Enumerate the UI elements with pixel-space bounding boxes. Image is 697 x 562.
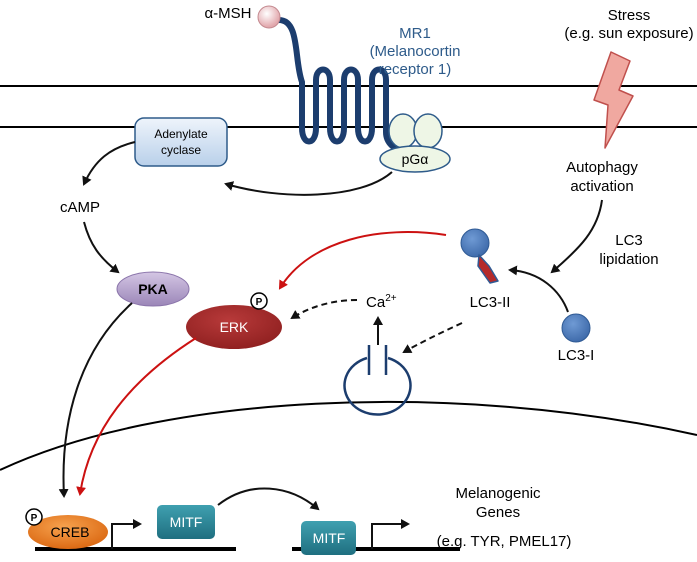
arrow-erk-to-creb: [76, 337, 197, 496]
mitf-box-1: [157, 505, 215, 539]
stress-label: Stress: [608, 7, 651, 24]
melanogenic-genes-label: Melanogenic: [455, 485, 541, 502]
lc3-lipidation-label-line2: lipidation: [599, 251, 658, 268]
stress-lightning-icon: [593, 51, 634, 149]
mr1-receptor: [276, 17, 405, 153]
arrow-pka-to-creb: [58, 302, 133, 498]
adenylate-cyclase-label: Adenylate: [154, 127, 208, 141]
arrow-lc3-ii-to-calcium-channel: [402, 322, 463, 353]
g-protein-alpha-label: pGα: [402, 151, 429, 167]
adenylate-cyclase-box: [134, 117, 228, 167]
arrow-mitf-to-mitf: [217, 487, 320, 511]
arrow-g-protein-to-adenylate-cyclase: [224, 171, 393, 196]
calcium-channel-vesicle: [343, 356, 412, 416]
creb-label: CREB: [51, 524, 90, 540]
lc3-i-node: [561, 313, 591, 343]
pka-node: [116, 271, 190, 307]
mitf-box-2: [301, 521, 356, 555]
arrow-lc3-i-to-lc3-ii: [508, 265, 569, 313]
mr1-label: MR1: [399, 25, 431, 42]
g-protein-subunit-left: [388, 113, 418, 149]
arrow-calcium-to-erk: [290, 299, 358, 320]
erk-phospho-badge: [250, 292, 268, 310]
lc3-i-label: LC3-I: [558, 347, 595, 364]
adenylate-cyclase-label-line2: cyclase: [161, 143, 201, 157]
nuclear-envelope: [0, 400, 697, 471]
mr1-label-line2: (Melanocortin: [370, 43, 461, 60]
arrow-autophagy-to-lipidation: [550, 199, 603, 274]
g-protein-alpha: [379, 145, 451, 173]
genes-example-label: (e.g. TYR, PMEL17): [437, 533, 572, 550]
camp-label: cAMP: [60, 199, 100, 216]
autophagy-label-line2: activation: [570, 178, 633, 195]
alpha-msh-ligand: [257, 5, 281, 29]
g-protein-subunit-right: [413, 113, 443, 149]
alpha-msh-label: α-MSH: [205, 5, 252, 22]
mr1-label-line3: receptor 1): [379, 61, 452, 78]
calcium-label: Ca2+: [366, 293, 397, 311]
arrow-adenylate-cyclase-to-camp: [82, 141, 136, 186]
erk-phospho-label: P: [256, 297, 263, 308]
calcium-label-charge: 2+: [385, 293, 397, 304]
lc3-ii-node: [460, 228, 490, 258]
arrow-camp-to-pka: [83, 221, 120, 274]
lc3-lipidation-label: LC3: [615, 232, 643, 249]
calcium-label-base: Ca: [366, 294, 386, 311]
autophagy-label: Autophagy: [566, 159, 638, 176]
lc3-ii-lipid-tail: [477, 254, 499, 284]
pka-label: PKA: [138, 281, 168, 297]
lc3-ii-label: LC3-II: [470, 294, 511, 311]
melanogenic-genes-label-line2: Genes: [476, 504, 520, 521]
stress-label-line2: (e.g. sun exposure): [564, 25, 693, 42]
creb-phospho-badge: [25, 508, 43, 526]
erk-node: [186, 305, 282, 349]
promoter-arrow-1: [111, 519, 142, 549]
creb-node: [28, 515, 108, 549]
creb-phospho-label: P: [31, 513, 38, 524]
mitf-label-1: MITF: [170, 514, 203, 530]
promoter-arrow-2: [371, 519, 410, 549]
erk-label: ERK: [220, 319, 249, 335]
arrow-lc3-ii-to-erk: [278, 231, 447, 290]
mitf-label-2: MITF: [313, 530, 346, 546]
